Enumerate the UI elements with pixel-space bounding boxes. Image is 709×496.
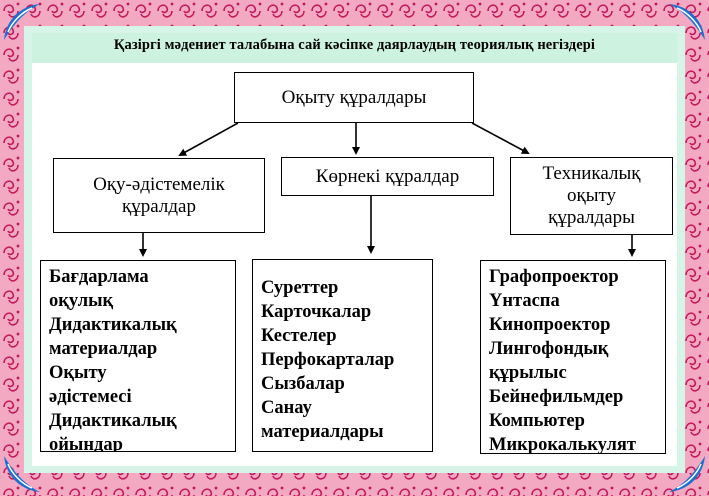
list-item: Кинопроектор (489, 315, 611, 335)
category-label: Оқу-әдістемелік құралдар (93, 173, 225, 217)
title-band (32, 33, 677, 63)
list-item: әдістемесі (49, 387, 132, 407)
list-item: Перфокарталар (261, 350, 395, 370)
list-item: Оқыту (49, 363, 107, 383)
list-item: Дидактикалық (49, 411, 177, 431)
list-item: құрылыс (489, 363, 567, 383)
list-item: Санау (261, 398, 312, 418)
list-item: Компьютер (489, 411, 585, 431)
list-item: Бағдарлама (49, 267, 149, 287)
list-item: ойындар (49, 435, 123, 452)
list-item: материалдар (49, 339, 158, 359)
category-label: Техникалық оқыту құралдары (542, 163, 641, 228)
list-item: Кестелер (261, 326, 337, 346)
category-label: Көрнекі құралдар (315, 165, 460, 187)
root-node: Оқыту құралдары (234, 72, 474, 123)
arrow-root-to-right (471, 122, 530, 154)
list-item: Сызбалар (261, 374, 345, 394)
list-item: Карточкалар (261, 302, 372, 322)
list-technical: Графопроектор Үнтаспа Кинопроектор Линго… (480, 260, 666, 454)
corner-ornament-icon (669, 4, 705, 40)
list-item: Графопроектор (489, 267, 619, 287)
category-node-visual: Көрнекі құралдар (281, 157, 494, 196)
corner-ornament-icon (4, 4, 40, 40)
list-item: Суреттер (261, 278, 339, 298)
list-item: Бейнефильмдер (489, 387, 624, 407)
category-node-methodical: Оқу-әдістемелік құралдар (53, 158, 265, 233)
corner-ornament-icon (669, 456, 705, 492)
arrow-root-to-left (178, 122, 239, 156)
corner-ornament-icon (4, 456, 40, 492)
category-node-technical: Техникалық оқыту құралдары (510, 157, 673, 235)
list-item: Дидактикалық (49, 315, 177, 335)
list-item: материалдары (261, 422, 384, 442)
list-item: Үнтаспа (489, 291, 560, 311)
root-node-label: Оқыту құралдары (281, 86, 427, 108)
page-title: Қазіргі мәдениет талабына сай кәсіпке да… (113, 37, 596, 53)
list-item: оқулық (49, 291, 114, 311)
list-methodical: Бағдарлама оқулық Дидактикалық материалд… (40, 260, 236, 452)
list-item: Микрокалькулят (489, 435, 636, 454)
list-visual: Суреттер Карточкалар Кестелер Перфокарта… (252, 259, 433, 452)
list-item: Лингофондық (489, 339, 609, 359)
